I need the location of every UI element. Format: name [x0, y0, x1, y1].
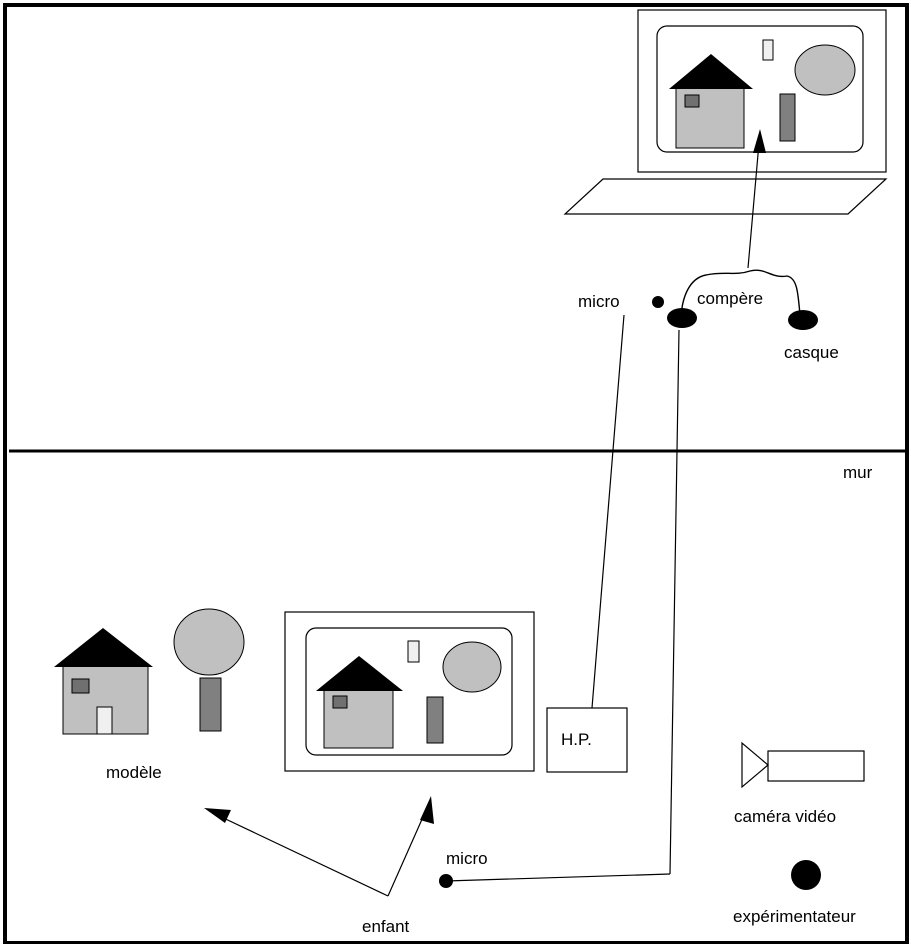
headset-earpiece-left — [667, 308, 697, 328]
screen-house-window — [685, 95, 699, 107]
micro-top-dot — [652, 296, 664, 308]
child-screen-tree-trunk — [427, 697, 443, 743]
casque-label: casque — [784, 343, 839, 362]
video-camera — [742, 743, 864, 787]
child-screen-door-piece — [408, 641, 419, 662]
child-screen — [285, 612, 534, 771]
mur-label: mur — [843, 463, 873, 482]
arrowhead-model — [204, 808, 231, 823]
camera-lens — [742, 743, 768, 787]
hp-label: H.P. — [561, 730, 592, 749]
model-tree — [174, 609, 244, 731]
screen-tree-trunk — [780, 94, 795, 141]
child-screen-tree-top — [443, 642, 501, 692]
model-house-window — [72, 679, 89, 693]
arrow-child-to-model — [215, 814, 388, 896]
headset-earpiece-right — [788, 310, 818, 330]
arrowhead-child-screen — [420, 796, 434, 824]
camera-label: caméra vidéo — [734, 807, 836, 826]
experimenter-dot — [791, 860, 821, 890]
model-tree-top — [174, 609, 244, 675]
model-house-door — [97, 707, 112, 734]
micro-bottom-label-visible: micro — [446, 849, 488, 868]
arrow-child-to-screen — [388, 808, 427, 896]
laptop — [565, 10, 886, 214]
modele-label: modèle — [106, 763, 162, 782]
model-tree-trunk — [200, 678, 221, 731]
enfant-label: enfant — [362, 917, 410, 936]
model-house-roof — [54, 628, 153, 667]
screen-door-piece — [763, 40, 773, 60]
model-house — [54, 628, 153, 734]
child-screen-house-window — [333, 696, 347, 708]
micro-top-label: micro — [578, 292, 620, 311]
laptop-keyboard — [565, 179, 886, 214]
wire-micro-to-hp — [592, 315, 624, 708]
wire-to-child-micro — [446, 874, 670, 881]
camera-body — [768, 751, 864, 781]
wire-headset-to-child-micro — [670, 330, 679, 874]
compere-label: compère — [697, 289, 763, 308]
screen-tree-top — [795, 45, 855, 95]
micro-bottom-dot — [439, 874, 453, 888]
experimentateur-label: expérimentateur — [733, 907, 856, 926]
